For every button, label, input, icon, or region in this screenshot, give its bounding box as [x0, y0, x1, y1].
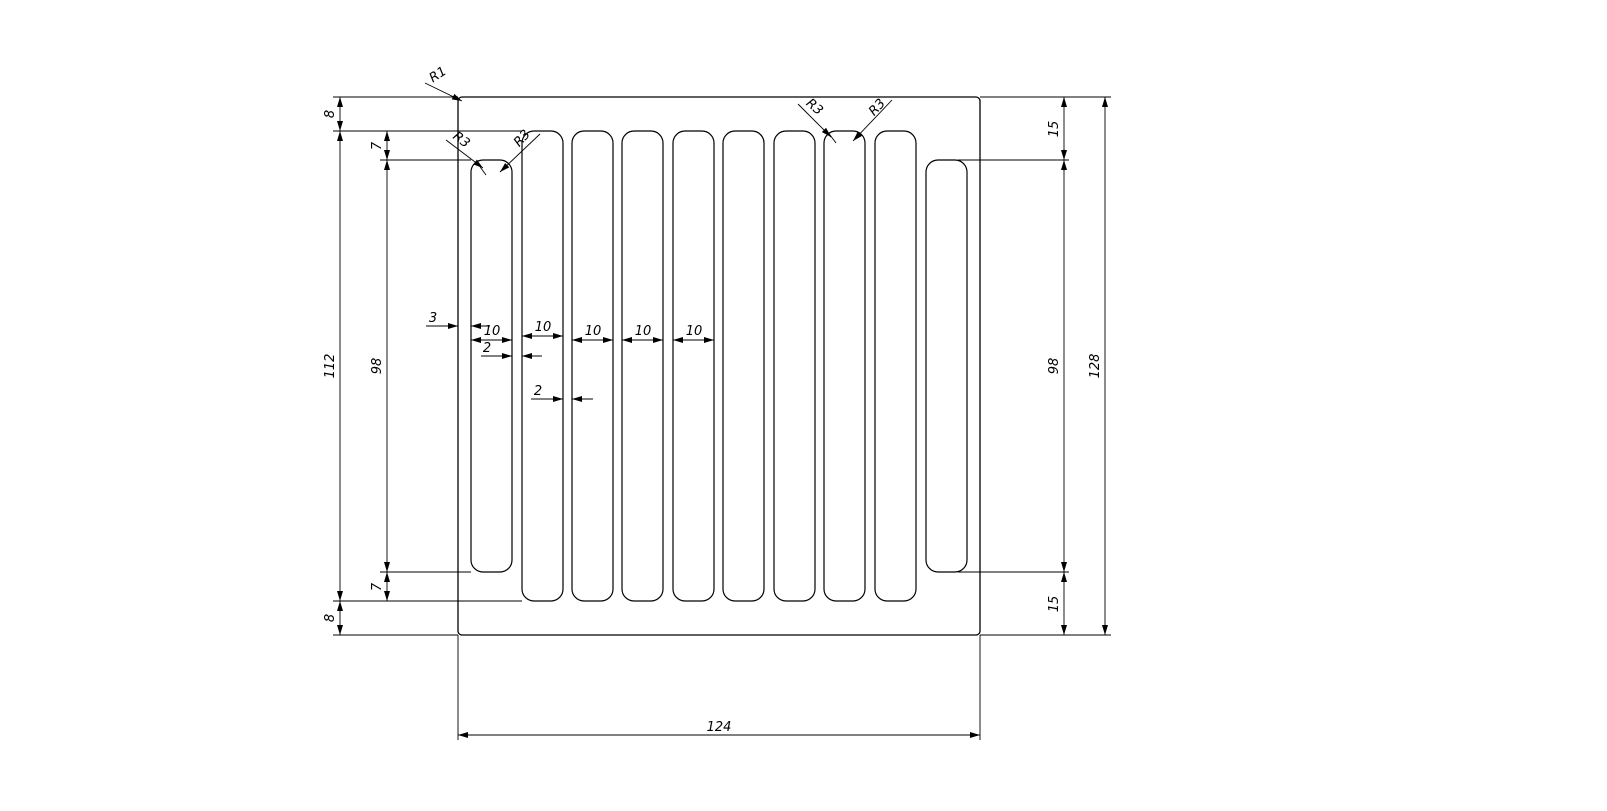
dim-top-margin: 8	[323, 110, 338, 118]
dim-short-slot-height-left: 98	[370, 358, 385, 375]
bottom-dimensions: 124	[457, 635, 981, 740]
full-slot-4	[672, 130, 715, 602]
dim-slot-width-1: 10	[484, 324, 501, 339]
full-slot-3	[621, 130, 664, 602]
dim-slot-width-5: 10	[686, 324, 703, 339]
right-dimensions: 15 98 15 128	[958, 96, 1111, 636]
dim-overall-width: 124	[707, 720, 732, 735]
dim-radius-slot-4: R3	[866, 96, 889, 119]
dim-gap-1: 2	[483, 341, 491, 356]
plate-outline	[457, 96, 981, 636]
full-slot-6	[773, 130, 816, 602]
dim-radius-slot-3: R3	[803, 96, 826, 119]
dim-edge-offset: 3	[429, 311, 437, 326]
dim-overall-height: 128	[1088, 354, 1103, 379]
short-slot-right	[925, 159, 968, 573]
slot-group	[470, 130, 968, 602]
dim-slot-width-4: 10	[635, 324, 652, 339]
dim-slot-width-2: 10	[535, 320, 552, 335]
dim-short-slot-height-right: 98	[1047, 358, 1062, 375]
full-slot-7	[823, 130, 866, 602]
dim-full-slot-height: 112	[323, 354, 338, 379]
dim-bottom-margin: 8	[323, 614, 338, 622]
full-slot-2	[571, 130, 614, 602]
dim-radius-outer: R1	[427, 64, 450, 86]
dim-slot-width-3: 10	[585, 324, 602, 339]
dim-short-offset-top-left: 7	[370, 141, 385, 150]
dim-gap-2: 2	[534, 384, 542, 399]
short-slot-left	[470, 159, 513, 573]
full-slot-1	[521, 130, 564, 602]
full-slot-5	[722, 130, 765, 602]
slot-width-dimensions: 3 10 10 10 10 10 2 2	[426, 311, 714, 402]
dim-radius-slot-1: R3	[450, 129, 473, 151]
dim-short-offset-bottom-left: 7	[370, 582, 385, 591]
dim-short-offset-top-right: 15	[1047, 121, 1062, 138]
full-slot-8	[874, 130, 917, 602]
radius-callouts: R1 R3 R3 R3 R3	[424, 64, 893, 176]
left-dimensions: 8 112 8 7 98 7	[323, 96, 522, 636]
dim-short-offset-bottom-right: 15	[1047, 596, 1062, 613]
